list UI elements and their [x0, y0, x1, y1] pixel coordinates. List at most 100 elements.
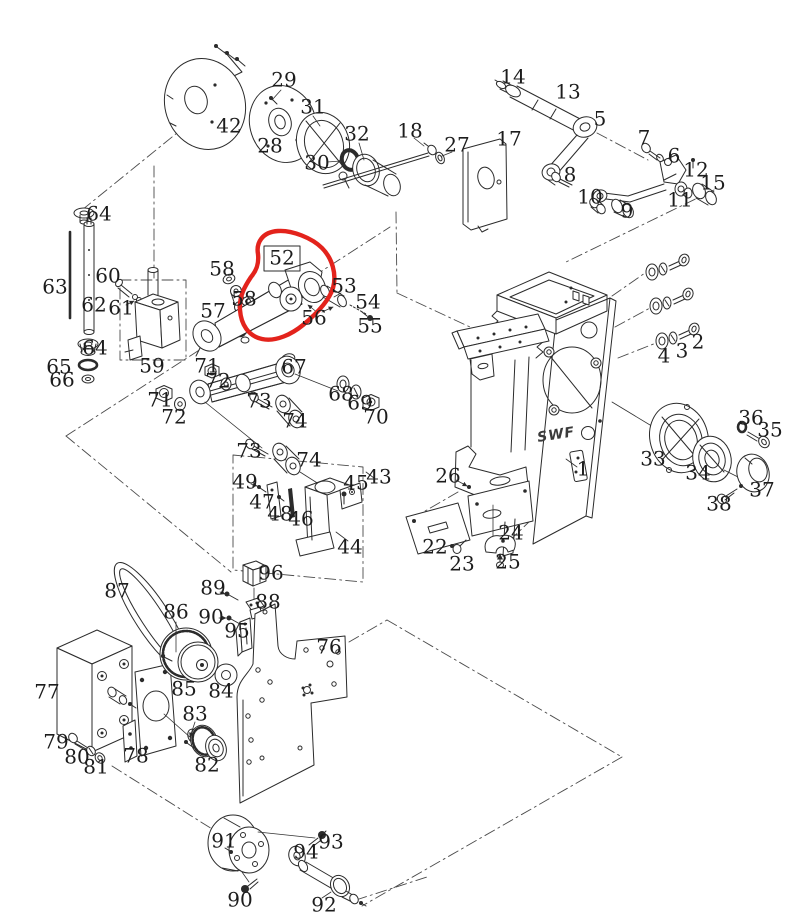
part-label-36: 36	[738, 406, 763, 430]
base-plate-assembly	[405, 479, 516, 569]
sensor-bracket-assembly	[218, 560, 267, 657]
tension-post-assembly	[68, 207, 181, 384]
part-label-95: 95	[224, 619, 249, 643]
part-label-80: 80	[64, 745, 89, 769]
body-mount-screws	[645, 253, 700, 350]
part-label-93: 93	[318, 830, 343, 854]
coupling-shaft-assembly	[207, 814, 367, 907]
part-label-23: 23	[449, 552, 474, 576]
part-label-56: 56	[301, 306, 326, 330]
side-plate-part-76	[236, 603, 348, 804]
takeup-lever-assembly	[322, 79, 717, 233]
part-label-74: 74	[282, 409, 307, 433]
part-label-25: 25	[495, 550, 520, 574]
part-label-12: 12	[683, 158, 708, 182]
part-label-13: 13	[555, 80, 580, 104]
part-label-58: 58	[231, 287, 256, 311]
hand-wheel-disc-assembly	[163, 44, 401, 197]
part-label-2: 2	[692, 330, 705, 354]
part-label-30: 30	[304, 151, 329, 175]
part-label-96: 96	[258, 561, 283, 585]
part-label-34: 34	[685, 461, 710, 485]
part-label-5: 5	[594, 107, 607, 131]
part-label-84: 84	[208, 679, 233, 703]
part-label-88: 88	[255, 590, 280, 614]
part-label-11: 11	[667, 188, 692, 212]
motor-drive-assembly	[56, 562, 238, 764]
part-label-24: 24	[498, 521, 523, 545]
highlight-label-background-group	[263, 245, 301, 272]
part-label-60: 60	[95, 264, 120, 288]
part-label-76: 76	[316, 635, 341, 659]
part-label-35: 35	[757, 418, 782, 442]
part-label-83: 83	[182, 702, 207, 726]
machine-body-part-1: SWF	[451, 271, 617, 557]
part-label-48: 48	[267, 502, 292, 526]
part-label-57: 57	[200, 299, 225, 323]
part-label-10: 10	[577, 185, 602, 209]
part-label-73: 73	[236, 439, 261, 463]
part-label-4: 4	[658, 344, 671, 368]
part-label-71: 71	[194, 354, 219, 378]
part-label-26: 26	[435, 464, 460, 488]
brand-logo: SWF	[536, 424, 576, 446]
part-label-43: 43	[366, 465, 391, 489]
part-label-81: 81	[83, 755, 108, 779]
part-label-33: 33	[640, 447, 665, 471]
part-label-78: 78	[123, 744, 148, 768]
part-label-65: 65	[46, 355, 71, 379]
part-label-58: 58	[209, 257, 234, 281]
part-label-22: 22	[422, 535, 447, 559]
tension-bracket-assembly	[250, 471, 375, 557]
part-label-44: 44	[337, 535, 362, 559]
part-label-59: 59	[139, 354, 164, 378]
part-label-85: 85	[171, 677, 196, 701]
part-label-87: 87	[104, 579, 129, 603]
part-label-7: 7	[638, 126, 651, 150]
part-label-17: 17	[496, 127, 521, 151]
part-label-79: 79	[43, 730, 68, 754]
part-label-73: 73	[246, 389, 271, 413]
part-label-47: 47	[249, 490, 274, 514]
part-label-89: 89	[200, 576, 225, 600]
part-label-71: 71	[147, 388, 172, 412]
part-label-61: 61	[108, 296, 133, 320]
part-label-74: 74	[296, 448, 321, 472]
highlight-circle-annotation	[237, 228, 337, 342]
part-label-68: 68	[328, 382, 353, 406]
part-label-86: 86	[163, 600, 188, 624]
part-label-54: 54	[355, 290, 380, 314]
part-label-91: 91	[211, 829, 236, 853]
part-label-14: 14	[500, 65, 525, 89]
part-label-77: 77	[34, 680, 59, 704]
part-label-3: 3	[676, 339, 689, 363]
part-label-38: 38	[706, 492, 731, 516]
part-label-64: 64	[82, 336, 107, 360]
part-label-92: 92	[311, 893, 336, 917]
part-label-72: 72	[161, 405, 186, 429]
part-label-90: 90	[227, 888, 252, 912]
part-label-42: 42	[216, 114, 241, 138]
part-label-45: 45	[343, 471, 368, 495]
part-label-64: 64	[86, 202, 111, 226]
part-label-46: 46	[288, 507, 313, 531]
bearing-flange-assembly	[611, 401, 770, 505]
part-label-32: 32	[344, 122, 369, 146]
part-label-27: 27	[444, 133, 469, 157]
part-label-90: 90	[198, 605, 223, 629]
connecting-link-part-67	[155, 353, 380, 487]
part-label-8: 8	[564, 163, 577, 187]
part-label-18: 18	[397, 119, 422, 143]
part-label-28: 28	[257, 134, 282, 158]
part-label-37: 37	[749, 478, 774, 502]
part-label-63: 63	[42, 275, 67, 299]
part-label-52: 52	[269, 246, 294, 270]
part-label-69: 69	[347, 391, 372, 415]
part-label-72: 72	[205, 369, 230, 393]
part-label-1: 1	[577, 457, 590, 481]
part-label-9: 9	[621, 199, 634, 223]
part-label-53: 53	[331, 274, 356, 298]
